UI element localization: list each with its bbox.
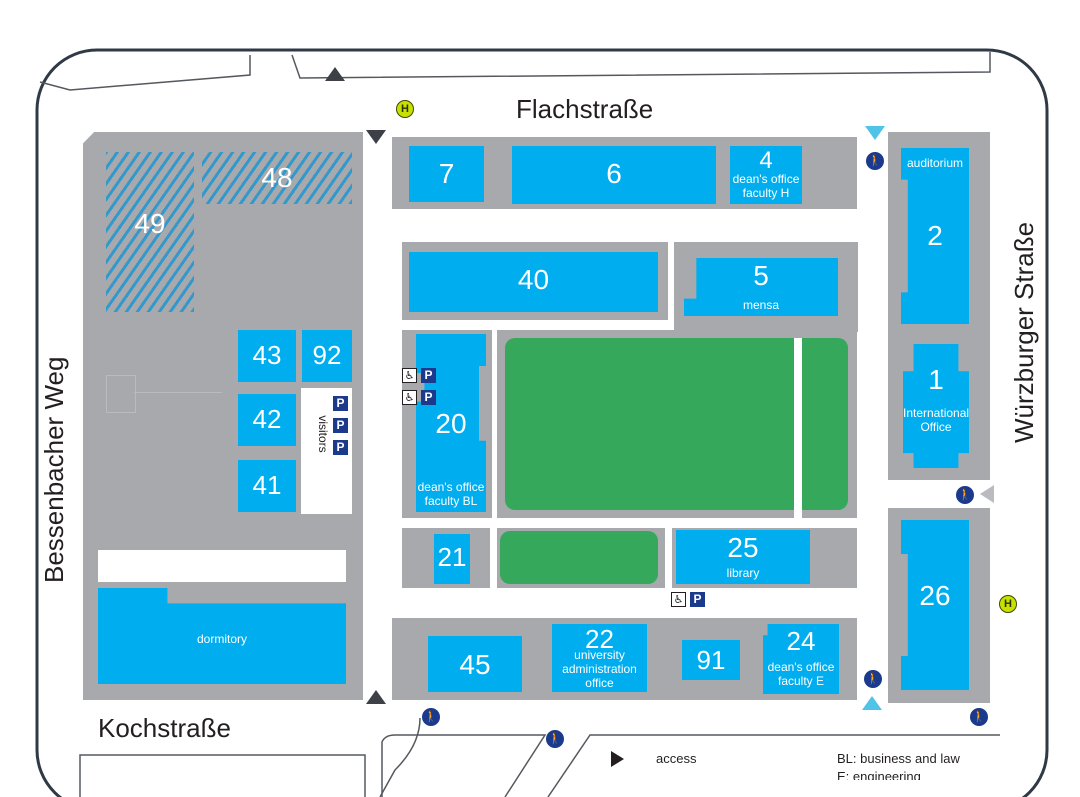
building-7-number: 7 [438,158,455,189]
building-92-number: 92 [312,340,342,370]
building-6-number: 6 [606,158,622,189]
building-48-number: 48 [261,162,293,193]
building-1-label: International Office [903,406,970,434]
legend-access-arrow [611,751,624,767]
building-dormitory[interactable]: dormitory [98,588,346,684]
street-flachstrasse: Flachstraße [516,94,654,124]
building-22-number: 22 [585,624,614,654]
access-arrow-east-left [980,485,994,503]
parking-sign-20a: P [421,368,436,383]
pedestrian-icon-3: 🚶 [864,670,882,688]
accessible-parking-icon-20a: ♿ [402,368,417,383]
accessible-parking-icon-20b: ♿ [402,390,417,405]
building-2-label: auditorium [906,156,964,170]
building-20-label: dean's office faculty BL [417,480,485,508]
pedestrian-icon-1: 🚶 [866,152,884,170]
west-lot-line [134,392,222,393]
bus-stop-icon-east[interactable]: H [999,595,1017,613]
access-arrow-south-up [862,696,882,710]
legend-access-label: access [656,751,697,766]
building-21[interactable]: 21 [434,534,470,584]
building-5[interactable]: 5 mensa [684,258,838,316]
bus-stop-icon-north[interactable]: H [396,100,414,118]
pedestrian-icon-4: 🚶 [422,708,440,726]
building-1-number: 1 [928,364,944,395]
building-5-number: 5 [753,260,769,291]
access-arrow-koch-up [366,690,386,704]
building-92[interactable]: 92 [302,330,352,382]
building-7[interactable]: 7 [409,146,484,202]
building-25-label: library [726,566,760,580]
building-21-number: 21 [437,542,467,572]
parking-sign-visitors-2: P [333,418,348,433]
building-4[interactable]: 4 dean's office faculty H [730,146,802,204]
building-43-number: 43 [252,340,282,370]
building-5-label: mensa [742,298,780,312]
building-22[interactable]: 22 university administration office [552,624,647,692]
building-43[interactable]: 43 [238,330,296,382]
parking-sign-visitors-3: P [333,440,348,455]
accessible-parking-icon-25: ♿ [671,592,686,607]
building-91-number: 91 [696,645,726,675]
green-path [794,338,802,518]
legend-bl: BL: business and law [837,751,960,766]
building-42[interactable]: 42 [238,394,296,446]
green-area-main [505,338,848,510]
green-area-small [500,531,658,584]
visitors-parking-label: visitors [316,415,330,453]
lot-west-gap [98,550,346,582]
building-22-label: university administration office [562,648,637,690]
building-6[interactable]: 6 [512,146,716,204]
access-arrow-flach-down [366,130,386,144]
street-wuerzburger-strasse: Würzburger Straße [1009,221,1039,443]
building-49-number: 49 [134,208,166,239]
building-42-number: 42 [252,404,282,434]
building-45[interactable]: 45 [428,636,522,692]
building-2-number: 2 [927,220,943,251]
parking-sign-20b: P [421,390,436,405]
building-4-label: dean's office faculty H [732,172,800,200]
building-20-number: 20 [435,408,467,439]
parking-sign-25: P [690,592,705,607]
street-bessenbacher-weg: Bessenbacher Weg [39,356,69,583]
street-kochstrasse: Kochstraße [98,713,231,743]
access-arrow-north-up [325,67,345,81]
building-dormitory-label: dormitory [196,632,247,646]
building-24[interactable]: 24 dean's office faculty E [763,624,839,694]
parking-sign-visitors-1: P [333,396,348,411]
pedestrian-icon-5: 🚶 [546,730,564,748]
west-lot-marker [106,375,136,413]
building-2[interactable]: auditorium 2 [901,148,969,324]
building-24-number: 24 [786,626,816,656]
building-41[interactable]: 41 [238,460,296,512]
pedestrian-icon-2: 🚶 [956,486,974,504]
visitors-parking: visitors P P P [301,388,352,514]
building-25[interactable]: 25 library [676,530,810,584]
pedestrian-icon-6: 🚶 [970,708,988,726]
legend-e: E: engineering [837,770,921,780]
building-24-label: dean's office faculty E [767,660,835,688]
building-91[interactable]: 91 [682,640,740,680]
access-arrow-east-down [865,126,885,140]
building-25-number: 25 [727,532,759,563]
building-26-number: 26 [919,580,951,611]
building-48[interactable]: 48 [202,152,352,204]
building-26[interactable]: 26 [901,520,969,690]
building-4-number: 4 [759,147,773,174]
building-1[interactable]: 1 International Office [903,344,969,468]
building-49[interactable]: 49 [106,152,194,312]
building-41-number: 41 [252,470,282,500]
building-45-number: 45 [459,649,491,680]
building-20[interactable]: 20 dean's office faculty BL [416,334,486,512]
building-40-number: 40 [517,264,550,295]
building-40[interactable]: 40 [409,252,658,312]
